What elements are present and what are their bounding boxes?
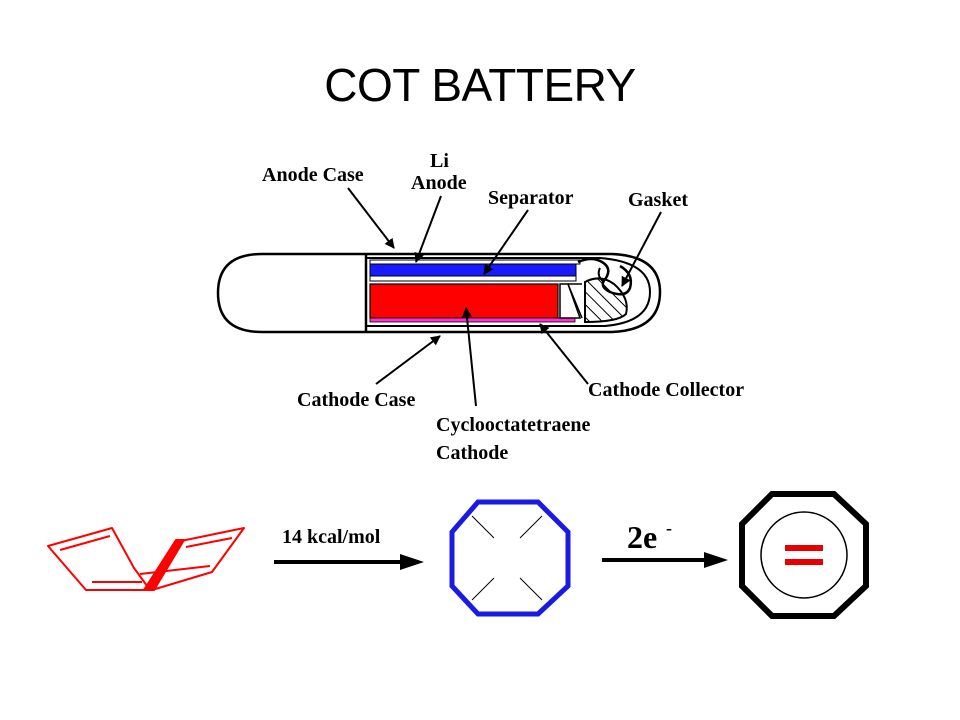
reaction-label-2-superscript: -	[666, 518, 672, 538]
cathode-collector-strip	[369, 317, 576, 323]
arrow-anode-case	[347, 187, 395, 249]
battery-cross-section	[216, 252, 662, 334]
label-li: Li	[430, 150, 449, 172]
arrow-cot-cathode	[461, 307, 477, 407]
label-arrows	[347, 187, 662, 407]
label-cathode-collector: Cathode Collector	[588, 379, 744, 401]
planar-cot-molecule	[449, 499, 571, 617]
label-separator: Separator	[488, 187, 574, 209]
slide-title: COT BATTERY	[324, 59, 636, 111]
inner-casing	[366, 257, 652, 327]
arrow-cathode-case	[375, 335, 441, 385]
label-anode-case: Anode Case	[262, 164, 364, 186]
anode-case	[369, 259, 581, 265]
tub-cot-molecule	[47, 527, 245, 591]
label-anode: Anode	[411, 172, 467, 194]
reaction-label-2: 2e	[627, 519, 657, 555]
cot-dianion-molecule	[739, 491, 869, 619]
cot-cathode	[369, 283, 559, 319]
arrow-separator	[483, 209, 529, 275]
arrow-gasket	[621, 211, 662, 287]
li-anode	[369, 263, 577, 277]
dianion-charge-bottom	[785, 559, 823, 565]
arrow-li-anode	[414, 195, 442, 263]
dianion-charge-top	[785, 545, 823, 551]
label-gasket: Gasket	[628, 189, 688, 211]
reaction-label-1: 14 kcal/mol	[282, 526, 381, 548]
label-cathode-case: Cathode Case	[297, 389, 415, 411]
cathode-case-wedge	[559, 283, 582, 319]
separator-layer	[369, 275, 577, 282]
label-cot-cathode-line2: Cathode	[436, 442, 508, 464]
reaction-scheme: 14 kcal/mol 2e -	[47, 491, 869, 619]
label-cot-cathode-line1: Cyclooctatetraene	[436, 414, 590, 436]
arrow-cathode-collector	[539, 323, 589, 385]
